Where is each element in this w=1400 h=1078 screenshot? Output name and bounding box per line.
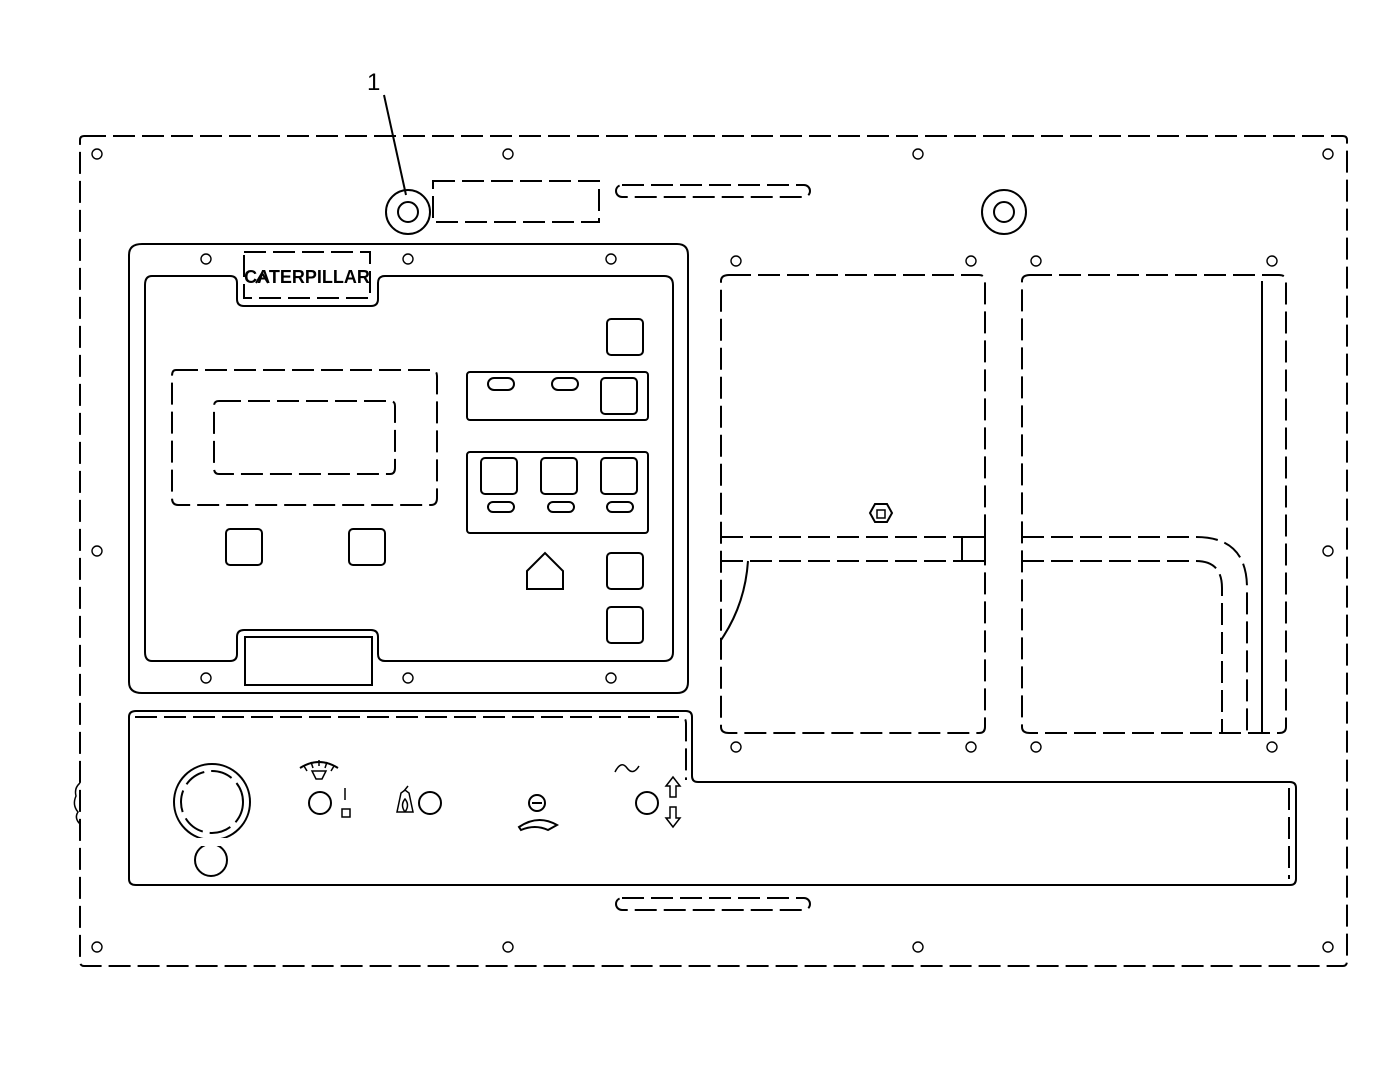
top-right-key[interactable] (606, 318, 644, 356)
top-label-plate (432, 180, 600, 223)
controller-frame (128, 243, 689, 694)
left-edge-fastener (73, 782, 81, 825)
outer-panel-outline (79, 135, 1348, 967)
lifting-eye-left (385, 189, 431, 235)
display-screen (213, 400, 396, 475)
speedometer-icon (299, 760, 339, 780)
right-key-middle[interactable] (606, 552, 644, 590)
emergency-stop-button[interactable] (173, 763, 251, 877)
wiring-harness-channel (720, 281, 1263, 733)
caterpillar-logo-text: CATERPILLAR (244, 267, 370, 287)
ac-sine-updown-icon (614, 764, 640, 773)
callout-leader-line (383, 94, 407, 196)
stop-knob-icon (517, 794, 560, 832)
left-button-1[interactable] (225, 528, 263, 566)
mode-key-2[interactable] (540, 457, 578, 495)
right-key-bottom[interactable] (606, 606, 644, 644)
controller-bottom-plate (244, 636, 373, 686)
blank-plate-holes (730, 255, 1278, 753)
home-key[interactable] (526, 551, 564, 590)
mode-led-3 (606, 501, 634, 513)
fuel-flame-icon (396, 785, 414, 813)
controller-frame-holes (200, 253, 617, 684)
indicator-led-2 (551, 377, 579, 391)
indicator-led-1 (487, 377, 515, 391)
lifting-eye-right (981, 189, 1027, 235)
mode-led-1 (487, 501, 515, 513)
upper-group-key[interactable] (600, 377, 638, 415)
caterpillar-logo-triangle (255, 271, 269, 284)
controller-bezel (144, 275, 674, 662)
left-button-2[interactable] (348, 528, 386, 566)
display-bezel (171, 369, 438, 506)
ground-symbol-icon (868, 503, 894, 523)
key-group-lower (466, 451, 649, 534)
up-down-arrows-icon (664, 775, 682, 829)
top-slot (615, 184, 811, 198)
mode-key-3[interactable] (600, 457, 638, 495)
emergency-stop-stem-mask (196, 838, 227, 846)
switch-panel-outline (128, 710, 1297, 886)
switch-panel-inner-dashes (135, 716, 1290, 879)
key-lock-icon (341, 788, 351, 818)
blank-plate-right (1021, 274, 1287, 734)
voltage-adjust-switch[interactable] (635, 791, 659, 815)
outer-mounting-holes (91, 148, 1334, 953)
fuel-switch[interactable] (418, 791, 442, 815)
mode-key-1[interactable] (480, 457, 518, 495)
blank-plate-left (720, 274, 986, 734)
engine-control-switch[interactable] (308, 791, 332, 815)
bottom-slot (615, 897, 811, 911)
callout-number-1: 1 (367, 69, 380, 96)
key-group-upper (466, 371, 649, 421)
mode-led-2 (547, 501, 575, 513)
